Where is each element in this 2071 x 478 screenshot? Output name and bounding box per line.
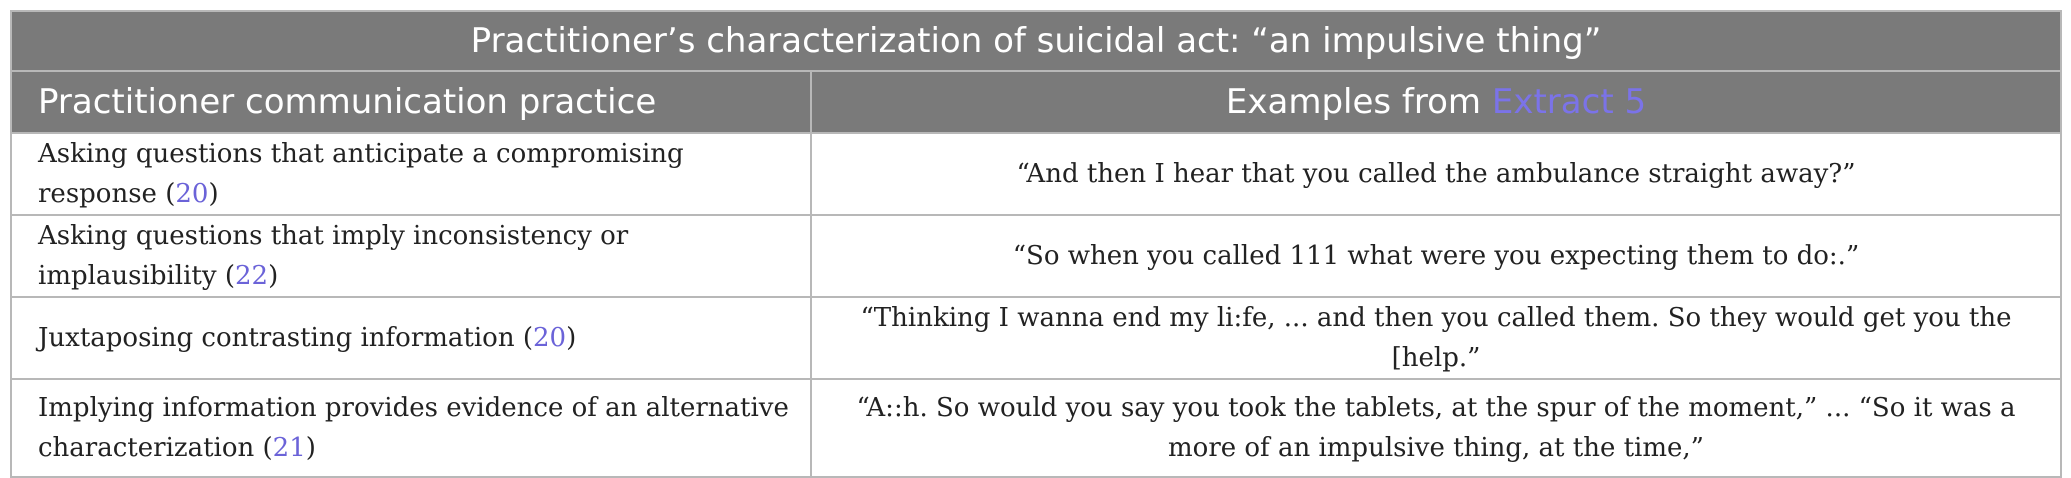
- practice-text-close: ): [305, 433, 316, 463]
- practice-cell: Asking questions that imply inconsistenc…: [10, 214, 812, 298]
- example-cell: “A::h. So would you say you took the tab…: [809, 378, 2063, 478]
- practice-text-close: ): [208, 179, 219, 209]
- table-header-row: Practitioner communication practice Exam…: [10, 70, 2063, 134]
- example-cell: “Thinking I wanna end my li:fe, ... and …: [809, 296, 2063, 380]
- practice-cell: Asking questions that anticipate a compr…: [10, 132, 812, 216]
- practice-text: Asking questions that imply inconsistenc…: [38, 221, 629, 291]
- table-container: Practitioner’s characterization of suici…: [9, 10, 2063, 478]
- column-header-practice: Practitioner communication practice: [10, 70, 812, 134]
- table-row: Juxtaposing contrasting information (20)…: [10, 296, 2063, 380]
- practice-text: Asking questions that anticipate a compr…: [38, 139, 684, 209]
- table-row: Implying information provides evidence o…: [10, 378, 2063, 478]
- citation-link[interactable]: 22: [234, 261, 269, 291]
- column-header-examples: Examples from Extract 5: [809, 70, 2063, 134]
- example-cell: “And then I hear that you called the amb…: [809, 132, 2063, 216]
- citation-link[interactable]: 20: [175, 179, 209, 209]
- practice-text: Juxtaposing contrasting information (: [38, 323, 533, 353]
- table-title: Practitioner’s characterization of suici…: [9, 10, 2063, 72]
- table-row: Asking questions that anticipate a compr…: [10, 132, 2063, 216]
- practice-cell: Implying information provides evidence o…: [10, 378, 812, 478]
- practice-cell: Juxtaposing contrasting information (20): [10, 296, 812, 380]
- citation-link[interactable]: 21: [272, 433, 306, 463]
- practice-text: Implying information provides evidence o…: [38, 393, 789, 463]
- table-title-row: Practitioner’s characterization of suici…: [9, 10, 2063, 72]
- practice-text-close: ): [566, 323, 577, 353]
- practice-text-close: ): [268, 261, 279, 291]
- practices-table: Practitioner’s characterization of suici…: [9, 10, 2063, 478]
- citation-link[interactable]: 20: [532, 323, 567, 353]
- table-row: Asking questions that imply inconsistenc…: [10, 214, 2063, 298]
- example-cell: “So when you called 111 what were you ex…: [809, 214, 2063, 298]
- column-header-examples-label: Examples from: [1225, 82, 1492, 122]
- extract-reference-link[interactable]: Extract 5: [1491, 82, 1647, 122]
